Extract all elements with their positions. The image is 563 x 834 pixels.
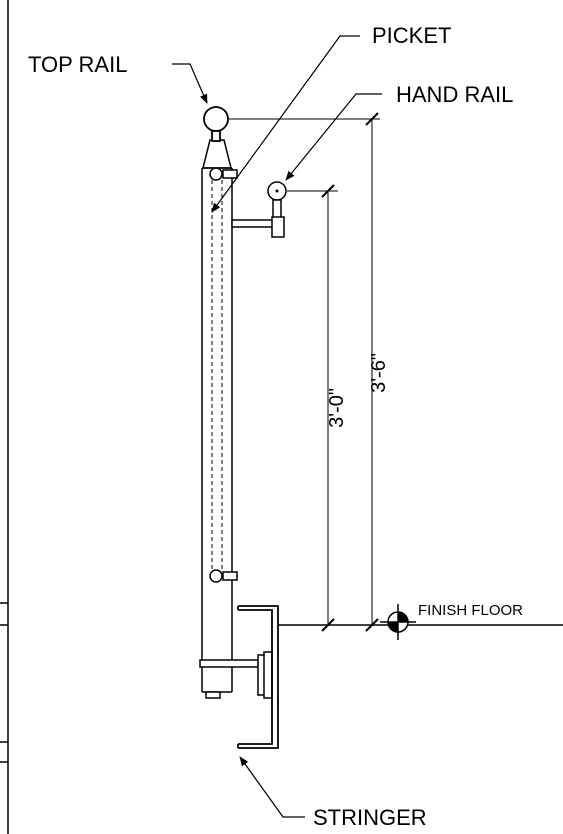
leaders — [172, 35, 382, 818]
hand-rail — [231, 181, 287, 238]
dimension-label-3-6: 3'-6" — [368, 353, 390, 393]
label-stringer: STRINGER — [313, 805, 427, 830]
dimension-hand-rail — [321, 184, 335, 632]
picket-core — [211, 180, 223, 572]
top-rail — [203, 106, 229, 142]
dimension-label-3-0: 3'-0" — [326, 388, 348, 428]
dimension-top-rail — [365, 112, 379, 632]
picket-bolt-top — [209, 167, 238, 181]
hand-rail-center-mark — [275, 189, 279, 193]
stringer-channel — [237, 605, 279, 749]
extension-lines — [228, 118, 380, 192]
mount-plate — [199, 651, 273, 699]
label-finish-floor: FINISH FLOOR — [418, 602, 523, 619]
label-top-rail: TOP RAIL — [28, 52, 127, 77]
label-picket: PICKET — [372, 23, 451, 48]
sheet-border — [0, 0, 9, 834]
elevation-symbol — [380, 604, 416, 640]
picket-bolt-bottom — [209, 569, 238, 583]
label-hand-rail: HAND RAIL — [396, 82, 513, 107]
post — [201, 139, 233, 693]
